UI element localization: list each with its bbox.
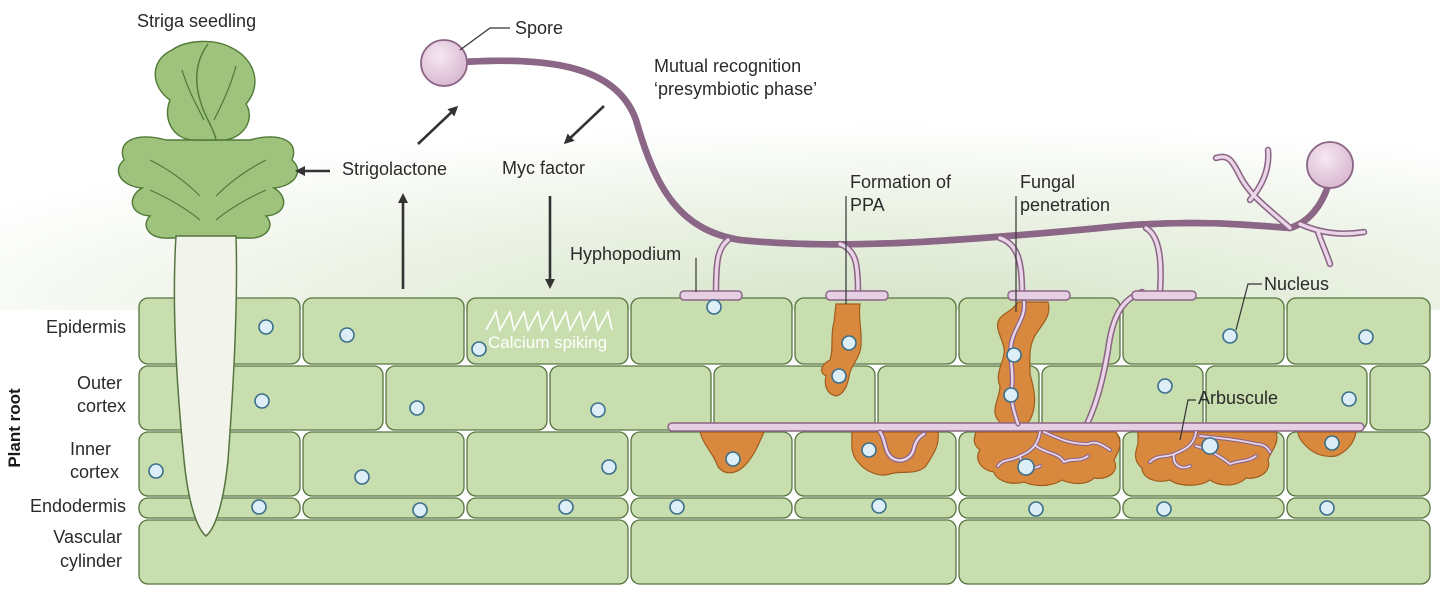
- label-spore: Spore: [515, 18, 563, 38]
- layer-labels: Epidermis Outer cortex Inner cortex Endo…: [5, 317, 126, 571]
- hyphopodium-4: [1131, 290, 1197, 301]
- label-presymbiotic-phase: ‘presymbiotic phase’: [654, 79, 817, 99]
- layer-outer-cortex-1: Outer: [77, 373, 122, 393]
- layer-inner-cortex-1: Inner: [70, 439, 111, 459]
- label-fungal: Fungal: [1020, 172, 1075, 192]
- endodermis-cells: [138, 497, 1431, 519]
- layer-endodermis: Endodermis: [30, 496, 126, 516]
- label-mutual-recognition: Mutual recognition: [654, 56, 801, 76]
- label-nucleus: Nucleus: [1264, 274, 1329, 294]
- arbuscule-branches-1: [996, 430, 1112, 470]
- nuclei: [148, 299, 1374, 518]
- spore-right: [1306, 141, 1354, 189]
- layer-inner-cortex-2: cortex: [70, 462, 119, 482]
- epidermis-cells: [138, 297, 1431, 365]
- hyphopodium-2: [825, 290, 889, 301]
- layer-outer-cortex-2: cortex: [77, 396, 126, 416]
- label-calcium-spiking: Calcium spiking: [488, 333, 607, 352]
- label-strigolactone: Strigolactone: [342, 159, 447, 179]
- hyphae: [458, 61, 1368, 470]
- fungal-structures: [699, 301, 1357, 487]
- hyphopodium-3: [1007, 290, 1071, 301]
- layer-epidermis: Epidermis: [46, 317, 126, 337]
- vascular-cylinder-cells: [138, 519, 1431, 585]
- layer-plant-root: Plant root: [5, 388, 24, 468]
- layer-vascular-1: Vascular: [53, 527, 122, 547]
- signal-arrows: [295, 105, 605, 289]
- spore-left: [420, 39, 468, 87]
- annotation-labels: Striga seedling Spore Mutual recognition…: [137, 11, 1329, 408]
- label-myc-factor: Myc factor: [502, 158, 585, 178]
- striga-radicle: [173, 235, 238, 537]
- ppa-column: [821, 303, 862, 397]
- layer-vascular-2: cylinder: [60, 551, 122, 571]
- arbuscule-blob-2: [1134, 431, 1278, 486]
- label-penetration: penetration: [1020, 195, 1110, 215]
- hyphopodium-1: [679, 290, 743, 301]
- label-formation-of: Formation of: [850, 172, 952, 192]
- calcium-spiking-wave: [485, 309, 613, 333]
- label-hyphopodium: Hyphopodium: [570, 244, 681, 264]
- leader-lines: [459, 27, 1262, 441]
- label-ppa: PPA: [850, 195, 885, 215]
- label-arbuscule: Arbuscule: [1198, 388, 1278, 408]
- label-striga-seedling: Striga seedling: [137, 11, 256, 31]
- striga-seedling: [117, 40, 299, 537]
